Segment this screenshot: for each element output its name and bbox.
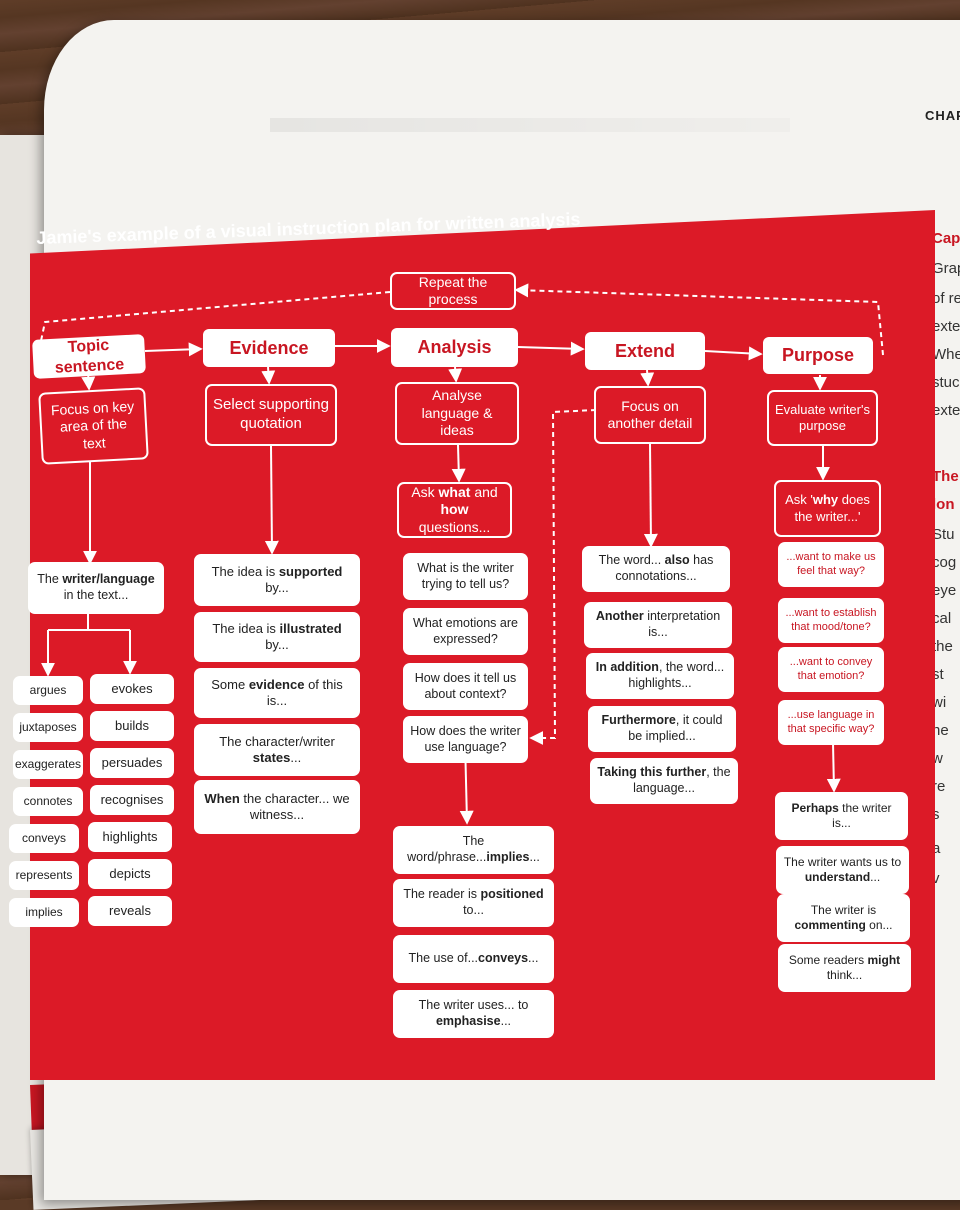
analysis-stem-item: The use of...conveys... xyxy=(393,935,554,983)
right-column-line: re xyxy=(932,778,946,795)
purpose-question-item: ...use language in that specific way? xyxy=(778,700,884,745)
purpose-question-item: ...want to make us feel that way? xyxy=(778,542,884,587)
right-column-line: the xyxy=(932,638,953,655)
analysis-question-item: What emotions are expressed? xyxy=(403,608,528,655)
right-column-line: exte xyxy=(932,402,960,419)
extend-stem-item: The word... also has connotations... xyxy=(582,546,730,592)
evidence-stem-item: When the character... we witness... xyxy=(194,780,360,834)
verb-right-item: evokes xyxy=(90,674,174,704)
topic-lead-box: The writer/language in the text... xyxy=(28,562,164,614)
verb-right-item: highlights xyxy=(88,822,172,852)
purpose-question-item: ...want to establish that mood/tone? xyxy=(778,598,884,643)
analysis-stem-item: The word/phrase...implies... xyxy=(393,826,554,874)
verb-right-item: depicts xyxy=(88,859,172,889)
extend-stem-item: Taking this further, the language... xyxy=(590,758,738,804)
right-column-line: The xyxy=(932,468,959,485)
topic-step-box: Focus on key area of the text xyxy=(38,387,149,465)
evidence-stem-item: Some evidence of this is... xyxy=(194,668,360,718)
faint-show-through-text xyxy=(270,118,790,132)
right-column-line: Capt xyxy=(932,230,960,247)
analysis-stem-item: The writer uses... to emphasise... xyxy=(393,990,554,1038)
purpose-ask-box: Ask 'why does the writer...' xyxy=(774,480,881,537)
verb-left-item: juxtaposes xyxy=(13,713,83,742)
verb-right-item: recognises xyxy=(90,785,174,815)
purpose-stem-item: The writer is commenting on... xyxy=(777,894,910,942)
verb-left-item: conveys xyxy=(9,824,79,853)
verb-left-item: connotes xyxy=(13,787,83,816)
evidence-header: Evidence xyxy=(203,329,335,367)
right-column-line: he xyxy=(932,722,949,739)
verb-left-item: argues xyxy=(13,676,83,705)
evidence-step-box: Select supporting quotation xyxy=(205,384,337,446)
extend-stem-item: Another interpretation is... xyxy=(584,602,732,648)
purpose-header: Purpose xyxy=(763,337,873,374)
purpose-stem-item: The writer wants us to understand... xyxy=(776,846,909,894)
purpose-step-box: Evaluate writer's purpose xyxy=(767,390,878,446)
verb-right-item: reveals xyxy=(88,896,172,926)
extend-stem-item: Furthermore, it could be implied... xyxy=(588,706,736,752)
chapter-label: CHAPT xyxy=(925,108,960,123)
purpose-stem-item: Some readers might think... xyxy=(778,944,911,992)
right-column-line: v xyxy=(932,870,940,887)
extend-stem-item: In addition, the word... highlights... xyxy=(586,653,734,699)
right-column-line: cal xyxy=(932,610,952,627)
right-column-line: Whe xyxy=(932,346,960,363)
analysis-header: Analysis xyxy=(391,328,518,367)
right-column-line: exte xyxy=(932,318,960,335)
evidence-stem-item: The character/writer states... xyxy=(194,724,360,776)
repeat-process-box: Repeat the process xyxy=(390,272,516,310)
right-column-line: stuc xyxy=(932,374,960,391)
verb-left-item: represents xyxy=(9,861,79,890)
right-column-line: cog xyxy=(932,554,957,571)
analysis-step-box: Analyse language & ideas xyxy=(395,382,519,445)
right-column-line: s xyxy=(932,806,940,823)
right-column-line: w xyxy=(932,750,943,767)
verb-right-item: persuades xyxy=(90,748,174,778)
evidence-stem-item: The idea is supported by... xyxy=(194,554,360,606)
verb-right-item: builds xyxy=(90,711,174,741)
right-column-line: eye xyxy=(932,582,957,599)
extend-step-box: Focus on another detail xyxy=(594,386,706,444)
extend-header: Extend xyxy=(585,332,705,370)
analysis-ask-box: Ask what and how questions... xyxy=(397,482,512,538)
analysis-question-item: What is the writer trying to tell us? xyxy=(403,553,528,600)
topic-sentence-header: Topic sentence xyxy=(32,334,146,379)
right-column-line: of re xyxy=(932,290,960,307)
right-column-line: wi xyxy=(932,694,947,711)
verb-left-item: implies xyxy=(9,898,79,927)
right-column-line: st xyxy=(932,666,944,683)
analysis-question-item: How does it tell us about context? xyxy=(403,663,528,710)
purpose-question-item: ...want to convey that emotion? xyxy=(778,647,884,692)
right-column-line: Stu xyxy=(932,526,955,543)
right-column-line: lon xyxy=(932,496,955,513)
right-column-line: Grap xyxy=(932,260,960,277)
evidence-stem-item: The idea is illustrated by... xyxy=(194,612,360,662)
analysis-stem-item: The reader is positioned to... xyxy=(393,879,554,927)
verb-left-item: exaggerates xyxy=(13,750,83,779)
right-column-line: a xyxy=(932,840,941,857)
purpose-stem-item: Perhaps the writer is... xyxy=(775,792,908,840)
analysis-question-item: How does the writer use language? xyxy=(403,716,528,763)
